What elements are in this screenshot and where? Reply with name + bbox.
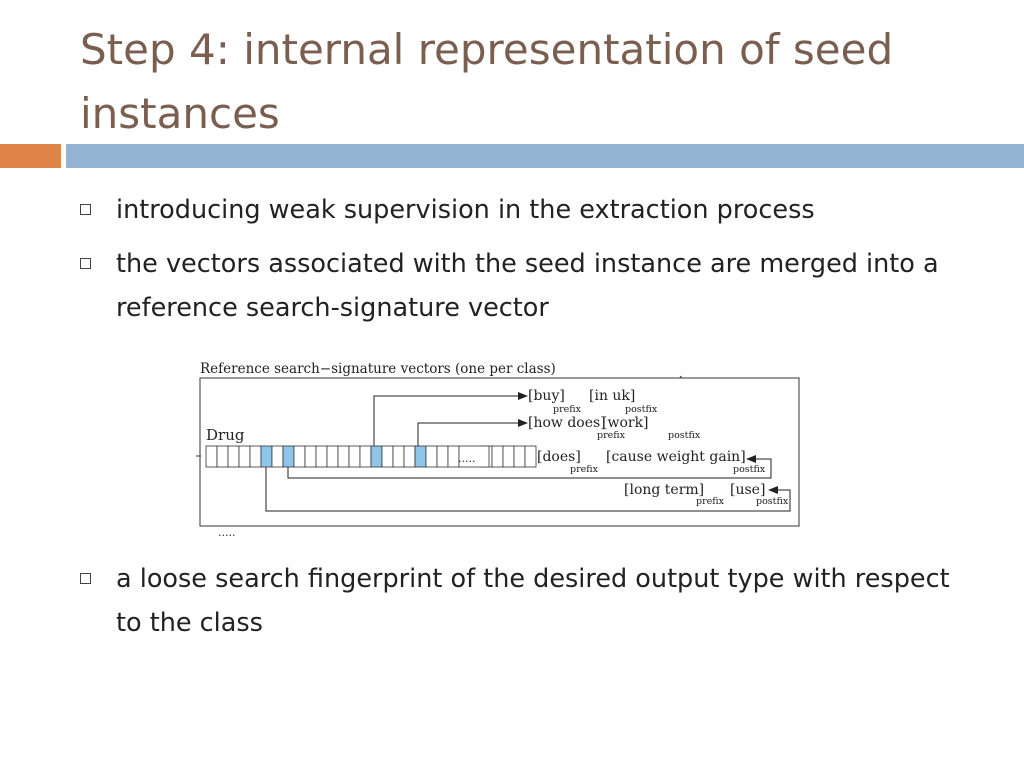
square-bullet-icon (80, 573, 91, 584)
postfix-tag: postfix (625, 404, 658, 415)
title-accent-bar-blue (66, 144, 1024, 168)
prefix-tag: prefix (570, 464, 599, 475)
vector-cell (249, 445, 262, 468)
title-accent-bar-orange (0, 144, 61, 168)
arrow-head-icon (768, 486, 778, 494)
below-ellipsis: ..... (218, 526, 235, 539)
bullet-text: introducing weak supervision in the extr… (116, 195, 815, 225)
postfix-term: [use] (730, 482, 765, 498)
vector-ellipsis: ..... (458, 452, 475, 465)
vector-cell (491, 445, 504, 468)
signature-vector (205, 445, 537, 468)
vector-cell (271, 445, 284, 468)
vector-cell (392, 445, 405, 468)
vector-gap-cell (458, 445, 490, 468)
vector-cell (293, 445, 306, 468)
vector-cell (524, 445, 537, 468)
vector-cell (381, 445, 394, 468)
connector-line (373, 395, 522, 446)
vector-cell (337, 445, 350, 468)
highlighted-vector-cell (370, 445, 383, 468)
vector-cell (359, 445, 372, 468)
connector-line (287, 458, 772, 479)
postfix-term: [cause weight gain] (606, 449, 746, 465)
vector-cell (502, 445, 515, 468)
search-signature-diagram: Reference search−signature vectors (one … (196, 361, 800, 539)
postfix-tag: postfix (756, 496, 789, 507)
vector-cell (216, 445, 229, 468)
prefix-tag: prefix (553, 404, 582, 415)
vector-cell (238, 445, 251, 468)
prefix-term: [long term] (624, 482, 704, 498)
prefix-tag: prefix (696, 496, 725, 507)
square-bullet-icon (80, 204, 91, 215)
highlighted-vector-cell (414, 445, 427, 468)
vector-cell (304, 445, 317, 468)
postfix-tag: postfix (668, 430, 701, 441)
postfix-term: [work] (602, 415, 649, 431)
vector-cell (513, 445, 526, 468)
arrow-head-icon (518, 392, 528, 400)
prefix-term: [buy] (528, 388, 565, 404)
vector-cell (205, 445, 218, 468)
diagram-caption: Reference search−signature vectors (one … (200, 361, 556, 377)
diagram-frame (199, 377, 800, 527)
vector-cell (315, 445, 328, 468)
vector-cell (326, 445, 339, 468)
connector-line (417, 422, 522, 446)
square-bullet-icon (80, 258, 91, 269)
prefix-tag: prefix (597, 430, 626, 441)
postfix-term: [in uk] (589, 388, 635, 404)
vector-cell (348, 445, 361, 468)
prefix-term: [how does] (528, 415, 606, 431)
bullet-text: a loose search fingerprint of the desire… (116, 564, 950, 638)
vector-cell (227, 445, 240, 468)
vector-cell (436, 445, 449, 468)
slide-title: Step 4: internal representation of seed … (80, 25, 894, 138)
bullet-text: the vectors associated with the seed ins… (116, 249, 939, 323)
arrow-head-icon (518, 419, 528, 427)
frame-tick (679, 375, 683, 379)
prefix-term: [does] (537, 449, 581, 465)
highlighted-vector-cell (282, 445, 295, 468)
vector-cell (425, 445, 438, 468)
connector-line (265, 467, 791, 512)
postfix-tag: postfix (733, 464, 766, 475)
arrow-head-icon (746, 455, 756, 463)
class-label: Drug (206, 426, 245, 444)
vector-cell (403, 445, 416, 468)
highlighted-vector-cell (260, 445, 273, 468)
